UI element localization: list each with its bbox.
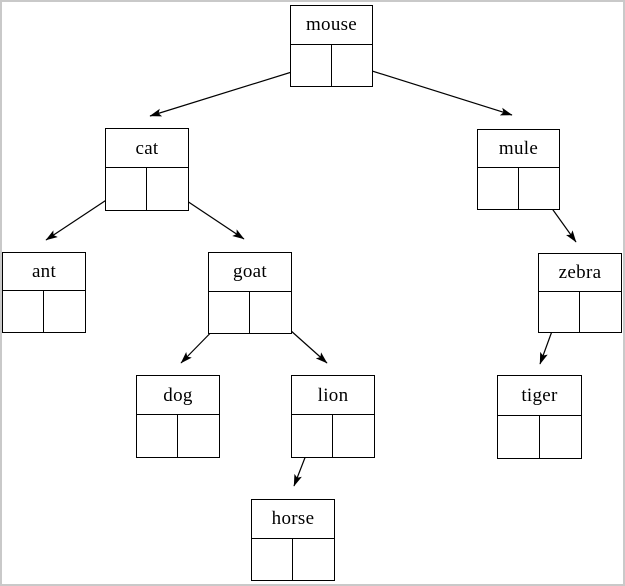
node-pointer-cells	[252, 538, 334, 580]
node-label-goat: goat	[209, 253, 291, 292]
node-label-mouse: mouse	[291, 6, 372, 45]
right-pointer-cell	[293, 539, 334, 580]
left-pointer-cell	[209, 291, 250, 333]
node-pointer-cells	[106, 168, 188, 210]
tree-node-cat: cat	[105, 128, 189, 211]
tree-node-tiger: tiger	[497, 375, 582, 459]
node-pointer-cells	[3, 291, 85, 332]
node-label-zebra: zebra	[539, 254, 621, 292]
right-pointer-cell	[333, 415, 374, 457]
node-label-lion: lion	[292, 376, 374, 416]
right-pointer-cell	[250, 292, 291, 333]
node-label-mule: mule	[478, 130, 559, 169]
tree-node-lion: lion	[291, 375, 375, 458]
right-pointer-cell	[580, 292, 621, 332]
node-pointer-cells	[137, 415, 219, 457]
tree-node-mouse: mouse	[290, 5, 373, 87]
node-label-ant: ant	[3, 253, 85, 292]
node-pointer-cells	[478, 168, 559, 209]
node-label-horse: horse	[252, 500, 334, 539]
tree-node-ant: ant	[2, 252, 86, 333]
left-pointer-cell	[137, 415, 178, 457]
right-pointer-cell	[147, 168, 188, 210]
right-pointer-cell	[519, 168, 560, 209]
node-label-tiger: tiger	[498, 376, 581, 416]
edge-mouse-left-cat	[149, 65, 312, 117]
left-pointer-cell	[498, 415, 540, 458]
left-pointer-cell	[252, 538, 293, 580]
tree-node-dog: dog	[136, 375, 220, 458]
left-pointer-cell	[539, 291, 580, 332]
node-pointer-cells	[209, 291, 291, 333]
node-pointer-cells	[292, 415, 374, 457]
tree-node-mule: mule	[477, 129, 560, 210]
node-pointer-cells	[291, 44, 373, 86]
node-pointer-cells	[498, 415, 582, 458]
edge-mouse-right-mule	[352, 64, 513, 116]
left-pointer-cell	[3, 291, 44, 332]
right-pointer-cell	[332, 45, 373, 86]
tree-node-horse: horse	[251, 499, 335, 581]
node-label-cat: cat	[106, 129, 188, 169]
right-pointer-cell	[178, 415, 219, 457]
left-pointer-cell	[292, 415, 333, 457]
right-pointer-cell	[540, 416, 582, 458]
tree-node-zebra: zebra	[538, 253, 622, 333]
right-pointer-cell	[44, 291, 85, 332]
tree-node-goat: goat	[208, 252, 292, 334]
node-label-dog: dog	[137, 376, 219, 416]
node-pointer-cells	[539, 291, 621, 332]
left-pointer-cell	[478, 168, 519, 209]
left-pointer-cell	[106, 168, 147, 210]
left-pointer-cell	[291, 44, 332, 86]
